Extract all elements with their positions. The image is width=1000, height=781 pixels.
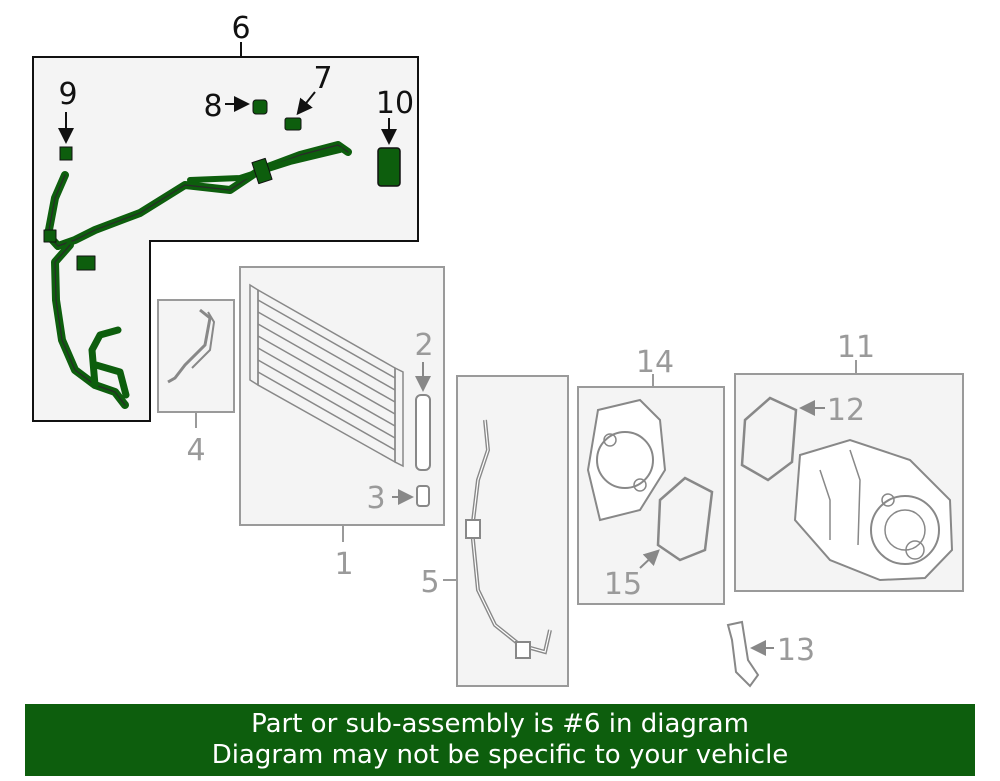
condenser-core	[249, 283, 404, 468]
callout-15: 15	[604, 567, 642, 602]
notice-banner: Part or sub-assembly is #6 in diagram Di…	[25, 704, 975, 776]
callout-10: 10	[376, 86, 414, 121]
bracket-part-4[interactable]: 4	[157, 299, 235, 468]
callout-8: 8	[203, 89, 222, 124]
callout-3: 3	[366, 481, 385, 516]
condenser-part-1[interactable]: 2 3 1	[239, 266, 445, 582]
callout-4: 4	[186, 433, 205, 468]
callout-14: 14	[636, 345, 674, 380]
banner-line-1: Part or sub-assembly is #6 in diagram	[251, 709, 749, 739]
assembly-6-group[interactable]: 6 9 8 7 10	[32, 11, 419, 422]
callout-1: 1	[334, 547, 353, 582]
receiver-dryer-part-10	[377, 118, 401, 187]
callout-7: 7	[313, 61, 332, 96]
compressor-cover-part-14[interactable]: 14 15	[577, 345, 725, 605]
plug-part-3: 3	[366, 481, 430, 516]
callout-12: 12	[827, 393, 865, 428]
bolt-part-7	[284, 91, 316, 131]
callout-2: 2	[414, 328, 433, 363]
parts-diagram: 6 9 8 7 10 4 2 3 1	[32, 11, 964, 688]
banner-line-2: Diagram may not be specific to your vehi…	[211, 740, 789, 770]
callout-5: 5	[420, 565, 439, 600]
fitting-part-8	[225, 96, 268, 115]
callout-6: 6	[231, 11, 250, 46]
bracket-part-13[interactable]: 13	[726, 620, 815, 688]
desiccant-part-2: 2	[414, 328, 434, 471]
liquid-line-part-5[interactable]: 5	[420, 375, 569, 687]
ac-hose-assembly	[43, 141, 352, 409]
valve-cap-part-9	[58, 112, 74, 161]
compressor-part-11[interactable]: 11 12	[734, 330, 964, 592]
callout-13: 13	[777, 633, 815, 668]
callout-11: 11	[837, 330, 875, 365]
callout-9: 9	[58, 77, 77, 112]
